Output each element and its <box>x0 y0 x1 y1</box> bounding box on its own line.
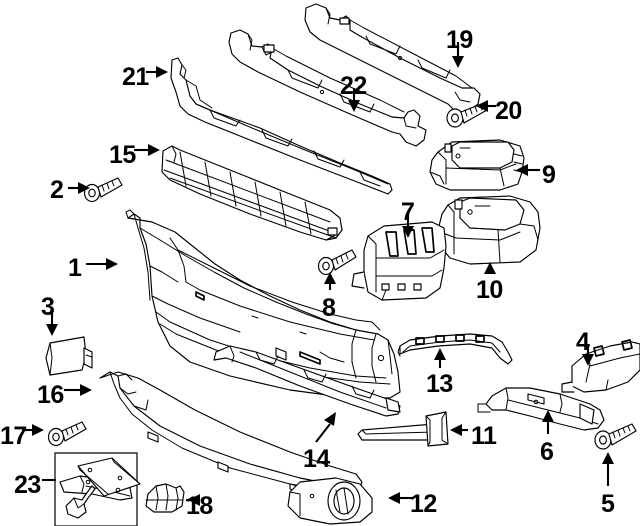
callout-21[interactable]: 21 <box>122 63 149 91</box>
callout-13[interactable]: 13 <box>426 370 453 398</box>
callout-18[interactable]: 18 <box>186 492 213 520</box>
callout-10[interactable]: 10 <box>476 276 503 304</box>
callout-23[interactable]: 23 <box>14 471 41 499</box>
callout-4[interactable]: 4 <box>576 328 590 356</box>
callout-22[interactable]: 22 <box>340 72 367 100</box>
part-bolt-grille <box>83 177 123 203</box>
part-side-bracket-right <box>561 339 640 393</box>
part-license-plate-bracket-kit <box>54 452 141 526</box>
part-bolt-spoiler <box>47 421 87 447</box>
part-lower-valance <box>213 345 401 417</box>
callout-11[interactable]: 11 <box>471 422 497 450</box>
part-bolt-side-bracket <box>594 423 637 450</box>
part-tow-eye-cover <box>45 336 93 376</box>
part-reinforcement-bracket <box>477 387 605 431</box>
callout-5[interactable]: 5 <box>601 490 615 518</box>
callout-leaders <box>22 42 614 506</box>
callout-19[interactable]: 19 <box>446 26 473 54</box>
part-retainer-clip <box>145 483 185 513</box>
part-lower-grille <box>161 145 343 241</box>
part-reinforcement-beam <box>228 29 427 147</box>
callout-2[interactable]: 2 <box>50 176 64 204</box>
part-front-bumper-cover <box>125 209 401 399</box>
callout-6[interactable]: 6 <box>540 438 554 466</box>
part-support-rail <box>357 411 449 447</box>
part-upper-trim-strip <box>397 333 513 365</box>
part-fog-lamp-housing <box>351 221 447 301</box>
part-impact-bar-upper <box>304 3 481 113</box>
callout-9[interactable]: 9 <box>542 161 556 189</box>
callout-8[interactable]: 8 <box>322 294 336 322</box>
part-fog-lamp-assembly-upper <box>429 139 525 191</box>
callout-14[interactable]: 14 <box>303 445 330 473</box>
callout-17[interactable]: 17 <box>0 422 27 450</box>
part-fog-lamp-assembly-lower <box>429 195 541 265</box>
callout-3[interactable]: 3 <box>41 293 55 321</box>
callout-15[interactable]: 15 <box>109 141 136 169</box>
callout-16[interactable]: 16 <box>37 381 64 409</box>
part-bolt-fog-lamp <box>317 249 357 276</box>
callout-12[interactable]: 12 <box>410 490 437 518</box>
callout-20[interactable]: 20 <box>495 97 522 125</box>
callout-7[interactable]: 7 <box>401 198 415 226</box>
callout-1[interactable]: 1 <box>68 254 82 282</box>
part-upper-tie-bar <box>170 57 393 195</box>
part-fog-lamp-bezel <box>287 477 373 525</box>
